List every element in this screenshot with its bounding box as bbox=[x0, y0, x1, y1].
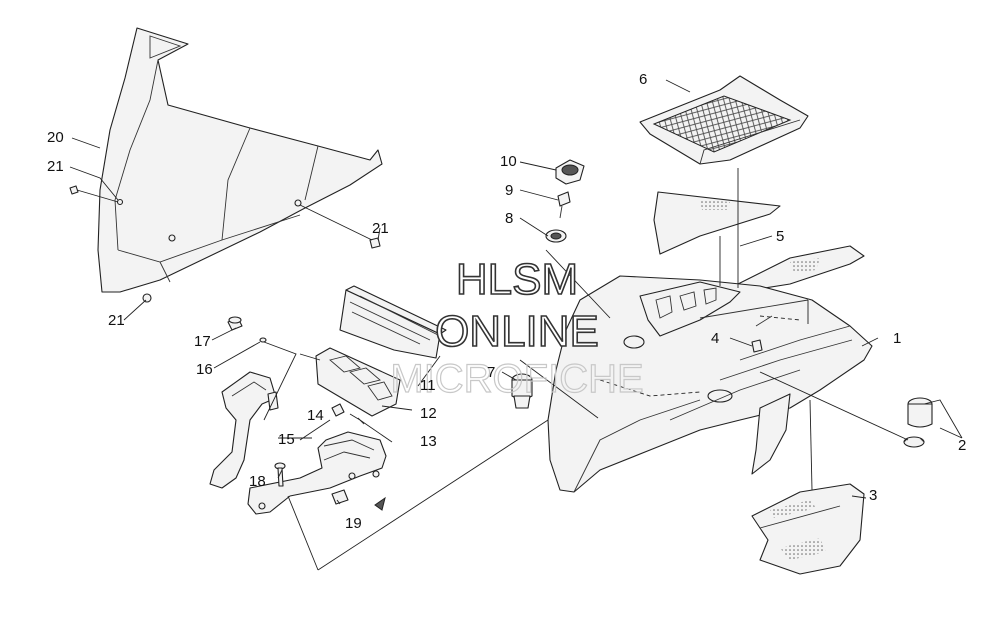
callout-20: 20 bbox=[47, 129, 64, 146]
callout-3: 3 bbox=[869, 487, 877, 504]
callout-16: 16 bbox=[196, 361, 213, 378]
callout-10: 10 bbox=[500, 153, 517, 170]
callout-1: 1 bbox=[893, 330, 901, 347]
callout-9: 9 bbox=[505, 182, 513, 199]
watermark-line3: MICROFICHE bbox=[390, 357, 643, 401]
callout-4: 4 bbox=[711, 330, 719, 347]
hood-part-1 bbox=[547, 275, 873, 493]
callout-14: 14 bbox=[307, 407, 324, 424]
key-cap-part-10 bbox=[555, 159, 585, 185]
nut-part-17 bbox=[227, 316, 243, 331]
callout-11: 11 bbox=[420, 377, 436, 394]
callout-12: 12 bbox=[420, 405, 437, 422]
leader-lines bbox=[69, 79, 963, 571]
watermark-line2: ONLINE bbox=[435, 307, 599, 356]
callout-8: 8 bbox=[505, 210, 513, 227]
panel-part-3 bbox=[751, 483, 865, 575]
key-part-9 bbox=[557, 191, 571, 219]
panel-part-5-upper bbox=[653, 191, 781, 255]
switch-part-7 bbox=[511, 373, 533, 409]
windshield-part-20 bbox=[97, 27, 383, 293]
mesh-tray-part-6 bbox=[639, 75, 809, 165]
callout-17: 17 bbox=[194, 333, 211, 350]
nut-part-19 bbox=[331, 489, 349, 505]
watermark-line1: HLSM bbox=[456, 255, 578, 304]
callout-19: 19 bbox=[345, 515, 362, 532]
screw-part-4 bbox=[751, 339, 763, 353]
screw-part-21-right bbox=[299, 204, 381, 249]
callout-21-left: 21 bbox=[47, 158, 64, 175]
socket-part-2 bbox=[903, 397, 933, 448]
callout-labels: 20 21 21 21 6 10 9 8 5 4 1 7 2 3 17 16 1… bbox=[47, 71, 966, 532]
bolt-part-18 bbox=[274, 462, 286, 487]
callout-5: 5 bbox=[776, 228, 784, 245]
watermark: HLSM ONLINE MICROFICHE bbox=[390, 254, 645, 401]
callout-21-bottom: 21 bbox=[108, 312, 125, 329]
panel-part-5-lower bbox=[733, 245, 865, 293]
callout-6: 6 bbox=[639, 71, 647, 88]
callout-15: 15 bbox=[278, 431, 295, 448]
nut-part-8 bbox=[545, 229, 567, 243]
callout-13: 13 bbox=[420, 433, 437, 450]
callout-18: 18 bbox=[249, 473, 266, 490]
callout-21-right: 21 bbox=[372, 220, 389, 237]
screw-part-14 bbox=[331, 403, 345, 417]
gauge-part-11 bbox=[339, 285, 447, 359]
callout-7: 7 bbox=[487, 364, 495, 381]
screw-part-21-left bbox=[69, 185, 119, 203]
gauge-bracket-part-12 bbox=[315, 347, 401, 417]
washer-part-16 bbox=[259, 337, 267, 343]
nut-part-21-bottom bbox=[142, 293, 152, 303]
bracket-part-15 bbox=[209, 371, 387, 515]
callout-2: 2 bbox=[958, 437, 966, 454]
